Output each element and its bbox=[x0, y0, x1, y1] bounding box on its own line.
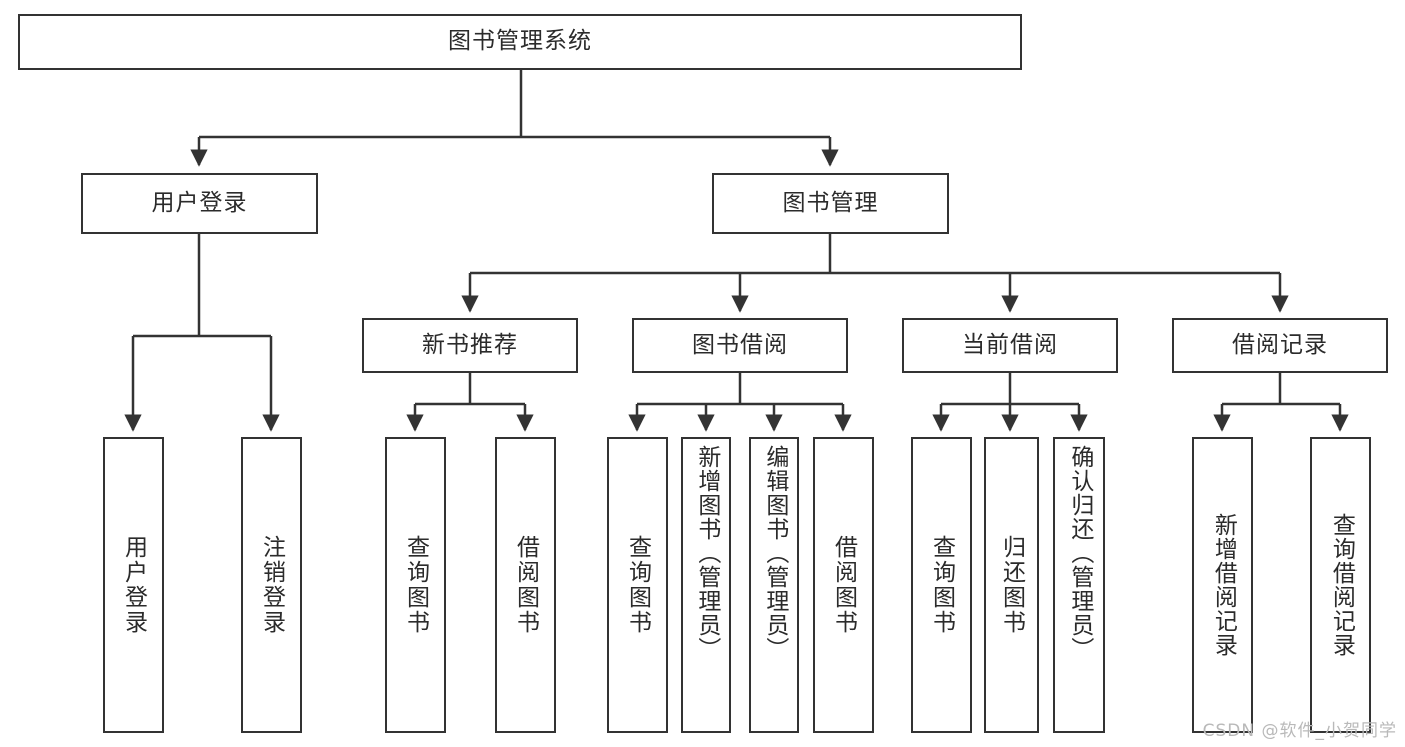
leaf-label: 借阅图书 bbox=[830, 535, 857, 635]
node-book-borrow[interactable]: 图书借阅 bbox=[632, 318, 848, 373]
leaf-label: 编辑图书（管理员） bbox=[761, 445, 788, 661]
leaf-borrow-edit-book-admin[interactable]: 编辑图书（管理员） bbox=[749, 437, 799, 733]
leaf-user-login-login[interactable]: 用户登录 bbox=[103, 437, 164, 733]
leaf-label: 用户登录 bbox=[120, 535, 147, 635]
leaf-label: 查询借阅记录 bbox=[1328, 513, 1355, 657]
leaf-label: 查询图书 bbox=[402, 535, 429, 635]
csdn-watermark: CSDN @软件_小贺同学 bbox=[1202, 721, 1397, 741]
node-current-borrow-label: 当前借阅 bbox=[962, 331, 1058, 358]
leaf-borrow-borrow-book[interactable]: 借阅图书 bbox=[813, 437, 874, 733]
leaf-label: 新增借阅记录 bbox=[1210, 513, 1237, 657]
leaf-record-query-record[interactable]: 查询借阅记录 bbox=[1310, 437, 1371, 733]
leaf-borrow-add-book-admin[interactable]: 新增图书（管理员） bbox=[681, 437, 731, 733]
node-new-book-recommend[interactable]: 新书推荐 bbox=[362, 318, 578, 373]
node-root-label: 图书管理系统 bbox=[448, 28, 592, 55]
leaf-current-return-book[interactable]: 归还图书 bbox=[984, 437, 1039, 733]
leaf-label: 查询图书 bbox=[928, 535, 955, 635]
leaf-label: 查询图书 bbox=[624, 535, 651, 635]
node-book-management[interactable]: 图书管理 bbox=[712, 173, 949, 234]
leaf-label: 注销登录 bbox=[258, 535, 285, 635]
leaf-new-book-query[interactable]: 查询图书 bbox=[385, 437, 446, 733]
node-root[interactable]: 图书管理系统 bbox=[18, 14, 1022, 70]
leaf-label: 确认归还（管理员） bbox=[1066, 445, 1093, 661]
leaf-label: 新增图书（管理员） bbox=[693, 445, 720, 661]
leaf-label: 归还图书 bbox=[998, 535, 1025, 635]
node-book-management-label: 图书管理 bbox=[782, 189, 879, 216]
node-current-borrow[interactable]: 当前借阅 bbox=[902, 318, 1118, 373]
node-borrow-record[interactable]: 借阅记录 bbox=[1172, 318, 1388, 373]
leaf-user-login-logout[interactable]: 注销登录 bbox=[241, 437, 302, 733]
node-user-login-label: 用户登录 bbox=[151, 189, 248, 216]
leaf-new-book-borrow[interactable]: 借阅图书 bbox=[495, 437, 556, 733]
node-borrow-record-label: 借阅记录 bbox=[1232, 331, 1328, 358]
node-book-borrow-label: 图书借阅 bbox=[692, 331, 788, 358]
leaf-record-add-record[interactable]: 新增借阅记录 bbox=[1192, 437, 1253, 733]
node-new-book-recommend-label: 新书推荐 bbox=[422, 331, 518, 358]
leaf-current-query-book[interactable]: 查询图书 bbox=[911, 437, 972, 733]
leaf-current-confirm-return-admin[interactable]: 确认归还（管理员） bbox=[1053, 437, 1105, 733]
leaf-label: 借阅图书 bbox=[512, 535, 539, 635]
node-user-login[interactable]: 用户登录 bbox=[81, 173, 318, 234]
leaf-borrow-query-book[interactable]: 查询图书 bbox=[607, 437, 668, 733]
